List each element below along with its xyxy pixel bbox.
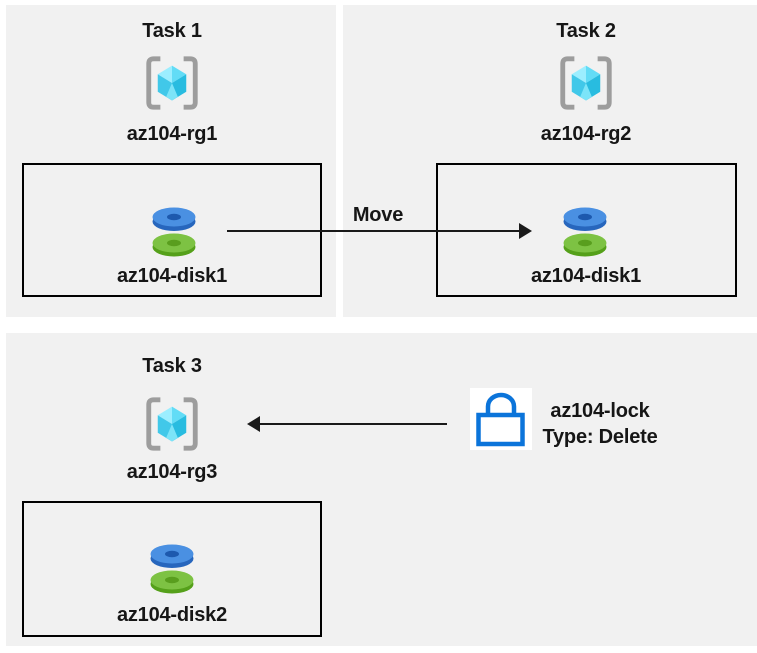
lock-arrow-head-icon: [247, 416, 260, 432]
task1-title: Task 1: [142, 20, 202, 42]
resource-group-icon: [146, 56, 198, 110]
resource-group-icon: [146, 397, 198, 451]
managed-disk-icon: [563, 207, 607, 257]
task2-title: Task 2: [556, 20, 616, 42]
task2-disk-label: az104-disk1: [530, 265, 642, 287]
move-arrow-label: Move: [352, 204, 404, 226]
task3-resource-group-label: az104-rg3: [126, 461, 218, 483]
lock-arrow-line: [260, 423, 447, 425]
move-arrow-head-icon: [519, 223, 532, 239]
task3-disk-label: az104-disk2: [116, 604, 228, 626]
panel-task2: [343, 5, 757, 317]
lock-type-label: Type: Delete: [542, 426, 658, 448]
resource-group-icon: [560, 56, 612, 110]
lock-name-label: az104-lock: [550, 400, 650, 422]
panel-task3: [6, 333, 757, 646]
lock-icon: [476, 392, 525, 447]
move-arrow-line: [227, 230, 520, 232]
managed-disk-icon: [152, 207, 196, 257]
task1-resource-group-label: az104-rg1: [126, 123, 218, 145]
panel-task1: [6, 5, 336, 317]
task1-disk-label: az104-disk1: [116, 265, 228, 287]
task3-disk-box: [22, 501, 322, 637]
task2-resource-group-label: az104-rg2: [540, 123, 632, 145]
managed-disk-icon: [150, 544, 194, 594]
task3-title: Task 3: [142, 355, 202, 377]
